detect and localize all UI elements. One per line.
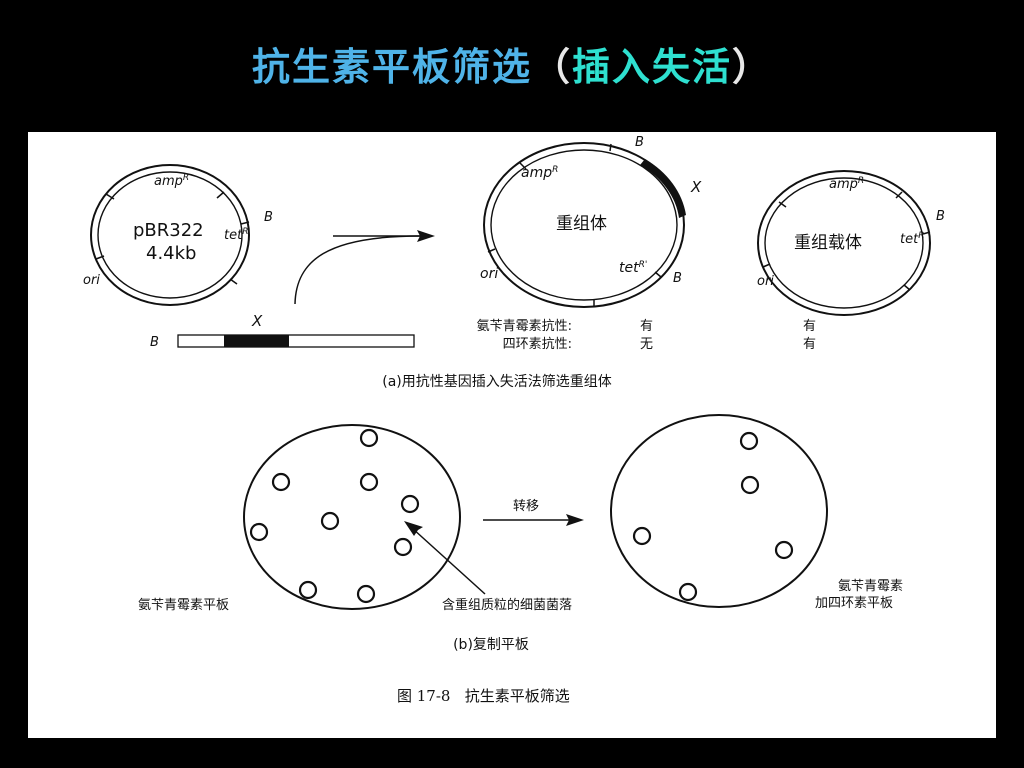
insert-fragment: B X	[150, 312, 415, 350]
figure-panel: pBR322 4.4kb ampR tetR ori B B X 重组体 amp…	[28, 132, 996, 738]
figure-caption: 图 17-8 抗生素平板筛选	[397, 687, 570, 705]
resistance-row-tet-recombinant: 无	[640, 337, 653, 352]
resistance-table: 氨苄青霉素抗性: 有 有 四环素抗性: 无 有	[477, 319, 816, 352]
recombinant-ori-label: ori	[480, 266, 498, 282]
resistance-row-amp-label: 氨苄青霉素抗性:	[477, 319, 572, 334]
colony	[320, 511, 340, 531]
plasmid-size: 4.4kb	[146, 243, 196, 264]
vector-tet-label: tetR	[900, 231, 924, 247]
colony	[632, 526, 652, 546]
colonies-left	[249, 428, 420, 604]
title-subtitle: 插入失活	[572, 44, 733, 89]
vector-site-b-label: B	[936, 209, 945, 224]
recombinant-x-label: X	[690, 178, 702, 196]
recombinant-site-b-bottom: B	[673, 271, 682, 286]
colony	[271, 472, 291, 492]
colony	[298, 580, 318, 600]
diagram-svg: pBR322 4.4kb ampR tetR ori B B X 重组体 amp…	[83, 135, 945, 705]
resistance-row-amp-recombinant: 有	[640, 319, 653, 334]
ligation-arrow	[294, 230, 435, 305]
slide-title: 抗生素平板筛选（插入失活）	[0, 36, 1024, 91]
panel-b-caption: (b)复制平板	[453, 636, 529, 653]
left-plate-label: 氨苄青霉素平板	[138, 598, 229, 613]
pointer-label: 含重组质粒的细菌菌落	[442, 597, 572, 613]
title-paren-close: ）	[732, 44, 773, 89]
plasmid-name: pBR322	[133, 220, 204, 241]
colony	[400, 494, 420, 514]
plasmid-vector: 重组载体 ampR tetR ori B	[757, 170, 945, 316]
colony	[740, 475, 760, 495]
panel-a-caption: (a)用抗性基因插入失活法筛选重组体	[382, 373, 612, 390]
resistance-row-tet-vector: 有	[803, 337, 816, 352]
transfer-label: 转移	[513, 499, 539, 514]
colony	[359, 428, 379, 448]
colony	[393, 537, 413, 557]
amp-label: ampR	[154, 173, 189, 189]
recombinant-tet-label: tetR'	[619, 260, 647, 276]
ori-label: ori	[83, 273, 100, 288]
insert-x-label: X	[251, 312, 263, 330]
colonies-right	[632, 431, 794, 602]
vector-ori-label: ori	[757, 274, 774, 289]
vector-amp-label: ampR	[829, 176, 864, 192]
plasmid-recombinant: 重组体 ampR tetR' ori B B X	[480, 135, 702, 308]
recombinant-amp-label: ampR	[521, 165, 558, 181]
right-plate-label-line1: 氨苄青霉素	[838, 579, 903, 594]
title-paren-open: （	[531, 44, 572, 89]
vector-name: 重组载体	[794, 233, 862, 253]
colony	[739, 431, 759, 451]
transfer-arrow	[483, 514, 584, 526]
pointer-arrow	[404, 521, 486, 595]
site-b-label: B	[264, 210, 273, 225]
colony	[678, 582, 698, 602]
right-plate-label-line2: 加四环素平板	[815, 596, 893, 611]
plasmid-pbr322: pBR322 4.4kb ampR tetR ori B	[83, 164, 273, 306]
plate-ampicillin	[243, 424, 461, 610]
colony	[774, 540, 794, 560]
colony	[356, 584, 376, 604]
colony	[359, 472, 379, 492]
colony	[249, 522, 269, 542]
recombinant-name: 重组体	[556, 214, 607, 234]
tet-label: tetR	[224, 227, 248, 243]
plate-ampicillin-tetracycline	[610, 414, 828, 608]
insert-site-b: B	[150, 335, 159, 350]
resistance-row-amp-vector: 有	[803, 319, 816, 334]
recombinant-site-b-top: B	[635, 135, 644, 150]
resistance-row-tet-label: 四环素抗性:	[503, 337, 572, 352]
title-main: 抗生素平板筛选	[251, 44, 532, 89]
